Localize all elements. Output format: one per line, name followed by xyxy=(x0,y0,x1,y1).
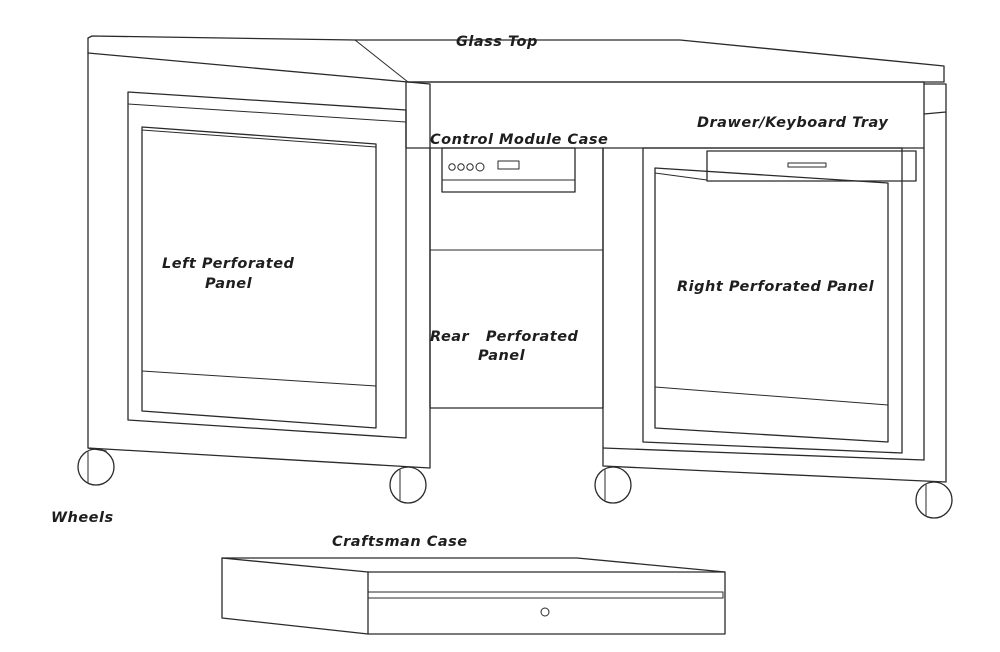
label-left-perforated-panel-line2: Panel xyxy=(205,276,253,292)
label-left-perforated-panel-line1: Left Perforated xyxy=(162,256,295,272)
label-glass-top: Glass Top xyxy=(456,34,538,50)
tray-handle xyxy=(787,162,827,168)
wheel-front-left xyxy=(77,448,115,486)
label-drawer-keyboard-tray: Drawer/Keyboard Tray xyxy=(697,115,888,131)
label-right-perforated-panel: Right Perforated Panel xyxy=(677,279,875,295)
label-rear-perforated-panel-line1: Rear Perforated xyxy=(430,329,579,345)
wheel-front-middle-right xyxy=(594,466,632,504)
label-rear-perforated-panel-line2: Panel xyxy=(478,348,526,364)
control-module-case xyxy=(441,147,576,193)
craftsman-case xyxy=(221,557,726,635)
right-perforated-panel xyxy=(654,167,889,443)
module-knob-4 xyxy=(475,162,485,172)
wheel-front-right xyxy=(915,481,953,519)
label-wheels: Wheels xyxy=(51,510,114,526)
label-control-module-case: Control Module Case xyxy=(430,132,608,148)
right-pedestal xyxy=(602,111,947,483)
label-craftsman-case: Craftsman Case xyxy=(332,534,468,550)
wheel-front-middle-left xyxy=(389,466,427,504)
module-knob-1 xyxy=(448,163,456,171)
module-knob-2 xyxy=(457,163,465,171)
left-perforated-panel xyxy=(141,126,377,429)
center-frame xyxy=(429,147,604,409)
craftsman-case-lock-icon xyxy=(540,607,550,617)
module-knob-3 xyxy=(466,163,474,171)
module-display xyxy=(497,160,520,170)
keyboard-tray-drawer xyxy=(706,150,917,182)
wheels xyxy=(77,448,953,519)
